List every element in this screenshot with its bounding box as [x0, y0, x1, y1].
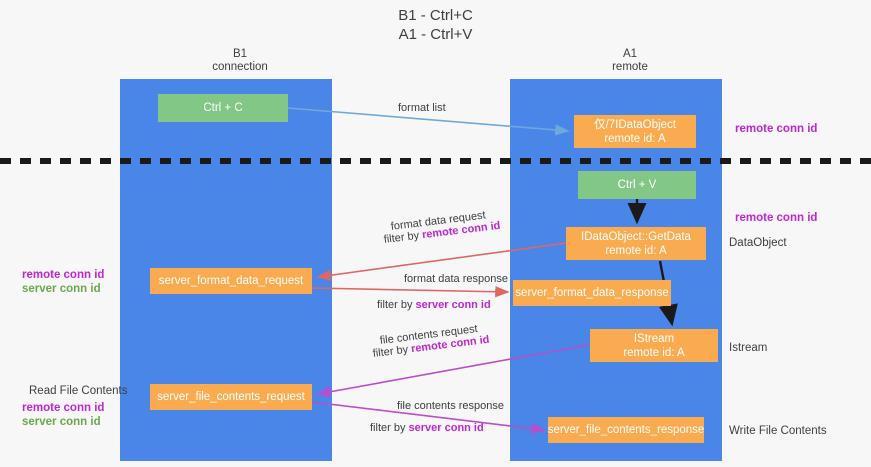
- node-server-format-data-request[interactable]: server_format_data_request: [150, 268, 312, 294]
- node-istream[interactable]: IStream remote id: A: [590, 329, 718, 362]
- arrow-format-list: [287, 107, 570, 136]
- node-istream-sub: remote id: A: [623, 346, 685, 359]
- node-ctrl-c[interactable]: Ctrl + C: [158, 94, 288, 122]
- label-read-file-contents: Read File Contents: [29, 385, 128, 397]
- node-ctrl-v[interactable]: Ctrl + V: [578, 171, 696, 199]
- node-ctrl-v-label: Ctrl + V: [617, 179, 657, 191]
- node-ctrl-c-label: Ctrl + C: [203, 102, 243, 114]
- filter-key-server-conn-id: server conn id: [408, 422, 484, 434]
- node-istream-label: IStream: [633, 332, 675, 345]
- label-remote-conn-id-mid: remote conn id: [735, 212, 818, 224]
- label-dataobject: DataObject: [729, 237, 787, 249]
- annotation-format-data-response: format data response: [404, 272, 508, 286]
- column-a1-role: remote: [612, 61, 648, 73]
- label-remote-conn-id-top: remote conn id: [735, 123, 818, 135]
- node-server-file-contents-response[interactable]: server_file_contents_response: [548, 417, 704, 443]
- annotation-file-contents-response-text: file contents response: [397, 400, 505, 412]
- node-idataobject[interactable]: 仅/7IDataObject remote id: A: [574, 115, 696, 148]
- node-server-file-contents-response-label: server_file_contents_response: [547, 424, 705, 436]
- node-idataobject-label: 仅/7IDataObject: [594, 118, 676, 131]
- node-server-format-data-response[interactable]: server_format_data_response: [513, 280, 671, 306]
- annotation-file-contents-response-filter: filter by server conn id: [370, 421, 484, 435]
- column-a1-name: A1: [622, 48, 638, 60]
- label-left-server-conn-id-2: server conn id: [22, 416, 101, 428]
- label-write-file-contents: Write File Contents: [729, 425, 827, 437]
- column-header-b1: B1 connection: [150, 48, 330, 74]
- label-istream: Istream: [729, 342, 768, 354]
- title-line-2: A1 - Ctrl+V: [398, 26, 473, 43]
- arrow-format-data-request: [316, 242, 567, 281]
- label-left-remote-conn-id: remote conn id: [22, 269, 105, 281]
- node-server-file-contents-request-label: server_file_contents_request: [157, 391, 305, 403]
- filter-prefix: filter by: [377, 299, 416, 311]
- annotation-format-list-text: format list: [398, 102, 446, 114]
- arrow-file-contents-request: [316, 344, 589, 398]
- node-getdata-label: IDataObject::GetData: [581, 230, 691, 243]
- annotation-format-list: format list: [398, 101, 446, 115]
- arrow-file-contents-response: [311, 401, 546, 435]
- annotation-format-data-response-text: format data response: [404, 273, 508, 285]
- annotation-file-contents-response: file contents response: [397, 399, 504, 413]
- node-server-file-contents-request[interactable]: server_file_contents_request: [150, 384, 312, 410]
- node-getdata-sub: remote id: A: [605, 244, 667, 257]
- column-header-a1: A1 remote: [540, 48, 720, 74]
- annotation-format-data-response-filter: filter by server conn id: [377, 298, 491, 312]
- node-idataobject-sub: remote id: A: [604, 132, 666, 145]
- arrow-format-data-response: [311, 286, 510, 298]
- label-left-remote-conn-id-2: remote conn id: [22, 402, 105, 414]
- node-idataobject-getdata[interactable]: IDataObject::GetData remote id: A: [566, 227, 706, 260]
- label-left-conn-ids-2: remote conn id server conn id: [22, 401, 104, 429]
- column-b1-role: connection: [212, 61, 268, 73]
- title-line-1: B1 - Ctrl+C: [398, 7, 473, 24]
- filter-prefix: filter by: [370, 422, 409, 434]
- node-server-format-data-request-label: server_format_data_request: [158, 275, 304, 287]
- page-title: B1 - Ctrl+C A1 - Ctrl+V: [0, 6, 871, 44]
- filter-key-server-conn-id: server conn id: [415, 299, 491, 311]
- label-left-conn-ids: remote conn id server conn id: [22, 268, 104, 296]
- node-server-format-data-response-label: server_format_data_response: [515, 287, 669, 299]
- column-b1-name: B1: [232, 48, 248, 60]
- label-left-server-conn-id: server conn id: [22, 283, 101, 295]
